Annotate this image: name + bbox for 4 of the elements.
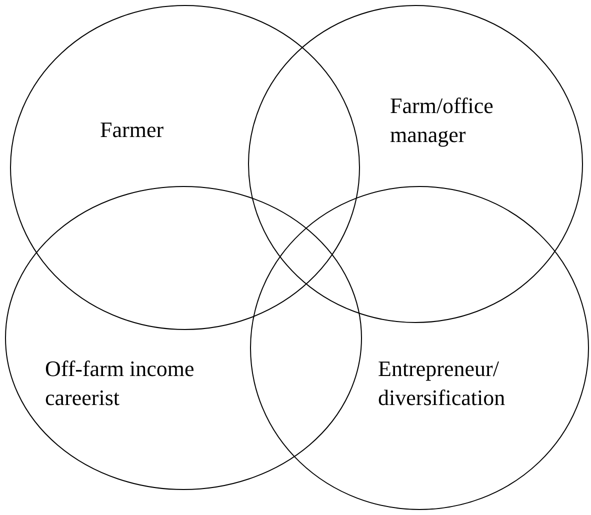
node-label: Farmer — [100, 116, 165, 144]
node-label: Entrepreneur/ diversification — [378, 355, 506, 412]
node-label: Off-farm income careerist — [45, 355, 196, 412]
node-label: Farm/office manager — [390, 92, 494, 149]
